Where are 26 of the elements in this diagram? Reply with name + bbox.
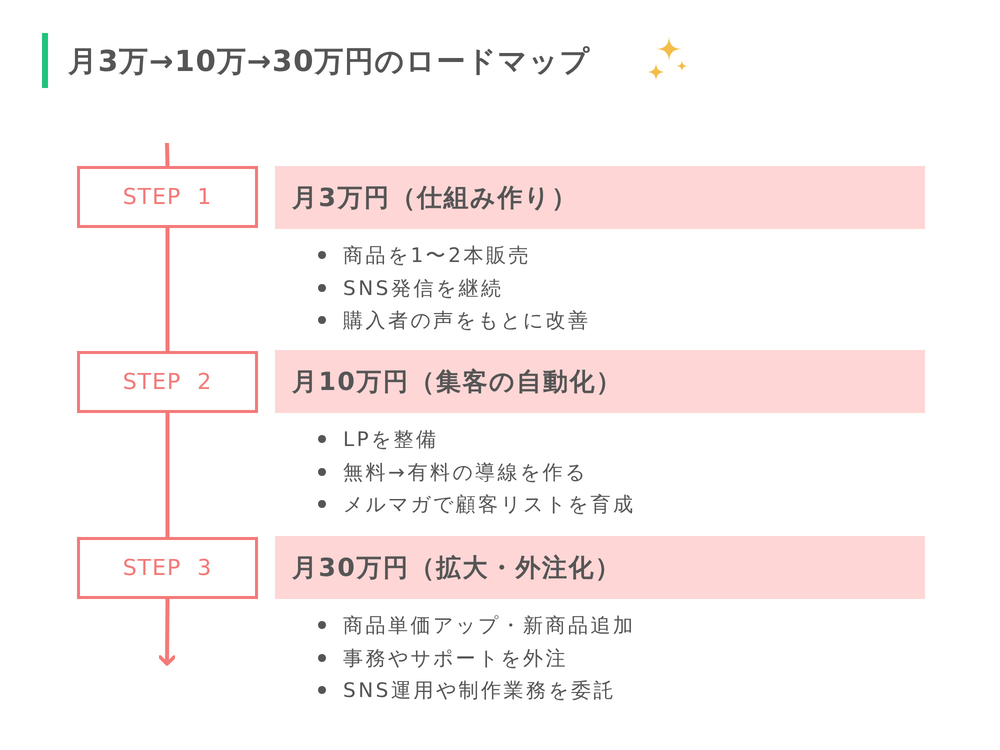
bullet-text: メルマガで顧客リストを育成 [343,491,636,517]
connector-line [165,142,170,166]
heading-band [275,350,925,413]
page-title: 月3万→10万→30万円のロードマップ [68,43,590,80]
connector-line [166,413,170,537]
heading-band [275,536,925,599]
bullet-text: 事務やサポートを外注 [343,644,568,670]
bullet-text: 購入者の声をもとに改善 [343,307,590,333]
step-box [77,166,258,228]
heading-band [275,166,925,229]
step-box [77,351,258,413]
step-label: STEP 1 [122,184,212,210]
bullet-text: 無料→有料の導線を作る [343,458,588,484]
bullet-text: SNS発信を継続 [343,274,504,300]
step-heading: 月30万円（拡大・外注化） [292,552,622,584]
arrow [158,598,176,666]
bullet-text: SNS運用や制作業務を委託 [343,677,616,703]
step-heading: 月3万円（仕組み作り） [292,182,578,214]
bullet-text: LPを整備 [343,426,439,452]
connector-line [166,228,170,351]
step-label: STEP 3 [122,556,212,580]
bullet-text: 商品を1〜2本販売 [343,242,531,268]
step-box [77,537,258,599]
bullet-text: 商品単価アップ・新商品追加 [343,612,636,638]
step-label: STEP 2 [122,370,212,394]
step-heading: 月10万円（集客の自動化） [292,366,622,398]
